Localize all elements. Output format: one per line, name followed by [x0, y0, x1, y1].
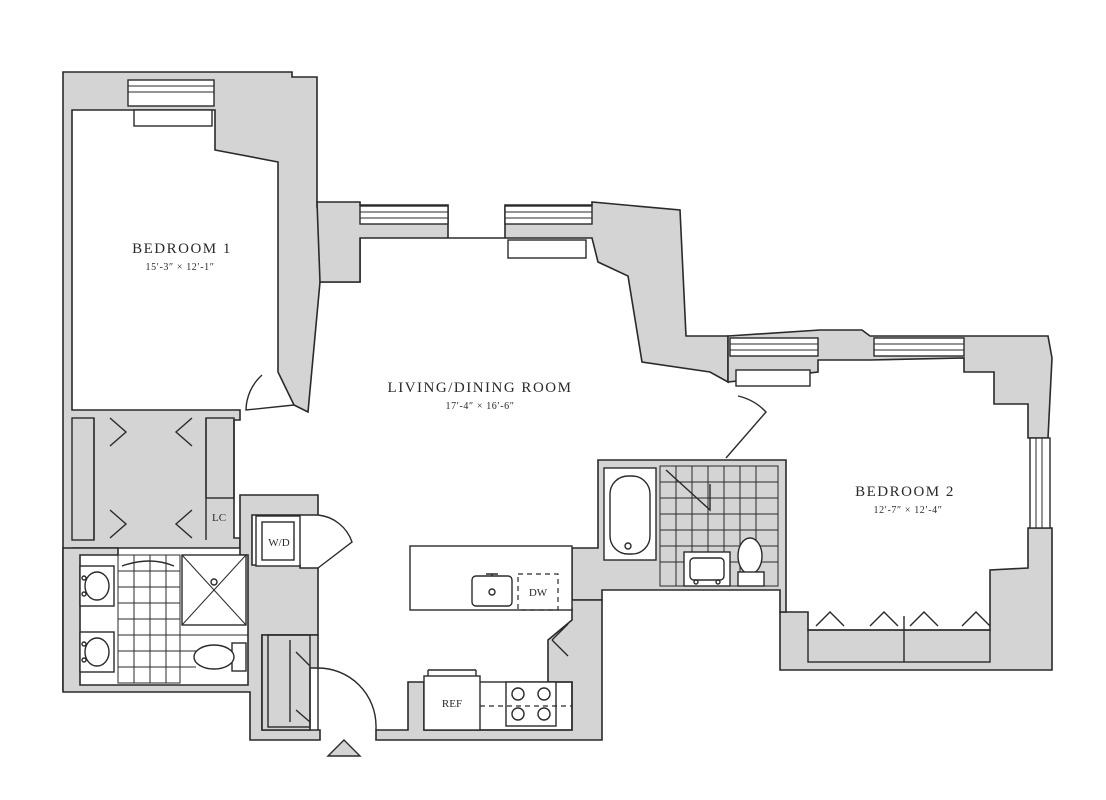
- washer-dryer: [255, 515, 301, 567]
- wall-living-top: [316, 201, 729, 384]
- kitchen: [409, 545, 573, 731]
- room-dims-living: 17′-4″ × 16′-6″: [445, 401, 514, 412]
- closet-entry: [267, 634, 311, 728]
- wall-kitchen-bottom: [375, 599, 603, 741]
- dishwasher: [517, 573, 559, 611]
- wall-bedroom2: [727, 329, 1053, 439]
- window-living-left: [359, 205, 449, 225]
- door-bedroom1: [245, 374, 295, 411]
- entry-arrow-icon: [326, 739, 362, 757]
- bath1-tiles: [117, 554, 248, 684]
- room-dims-bedroom2: 12′-7″ × 12′-4″: [873, 505, 942, 516]
- room-dims-bedroom1: 15′-3″ × 12′-1″: [145, 262, 214, 273]
- toilet-bath2: [737, 537, 763, 575]
- bathroom1: [79, 554, 248, 684]
- windows: [127, 79, 1051, 529]
- room-label-bedroom1: BEDROOM 1: [132, 241, 232, 257]
- room-label-bedroom2: BEDROOM 2: [855, 484, 955, 500]
- window-bedroom2-side: [1029, 437, 1051, 529]
- label-linen-closet: LC: [212, 512, 226, 524]
- stove: [505, 681, 557, 727]
- bathroom2: [603, 465, 779, 587]
- window-living-right: [504, 205, 593, 259]
- doors: [245, 374, 767, 757]
- labels: BEDROOM 1 15′-3″ × 12′-1″ LIVING/DINING …: [132, 241, 955, 710]
- room-label-living: LIVING/DINING ROOM: [388, 380, 573, 396]
- closet-bedroom2: [807, 629, 991, 663]
- window-bedroom1: [127, 79, 215, 127]
- door-bedroom2: [725, 395, 767, 459]
- door-washer: [317, 514, 353, 569]
- wall-bedroom2-right: [779, 527, 1053, 671]
- window-bedroom2-left: [729, 337, 819, 387]
- wall-bath1: [62, 494, 321, 741]
- door-entry: [317, 667, 377, 730]
- refrigerator: [423, 675, 481, 731]
- label-dishwasher: DW: [529, 587, 548, 599]
- label-refrigerator: REF: [442, 698, 462, 710]
- closets: [71, 417, 991, 728]
- window-bedroom2-right: [873, 337, 965, 357]
- label-washer-dryer: W/D: [268, 537, 289, 549]
